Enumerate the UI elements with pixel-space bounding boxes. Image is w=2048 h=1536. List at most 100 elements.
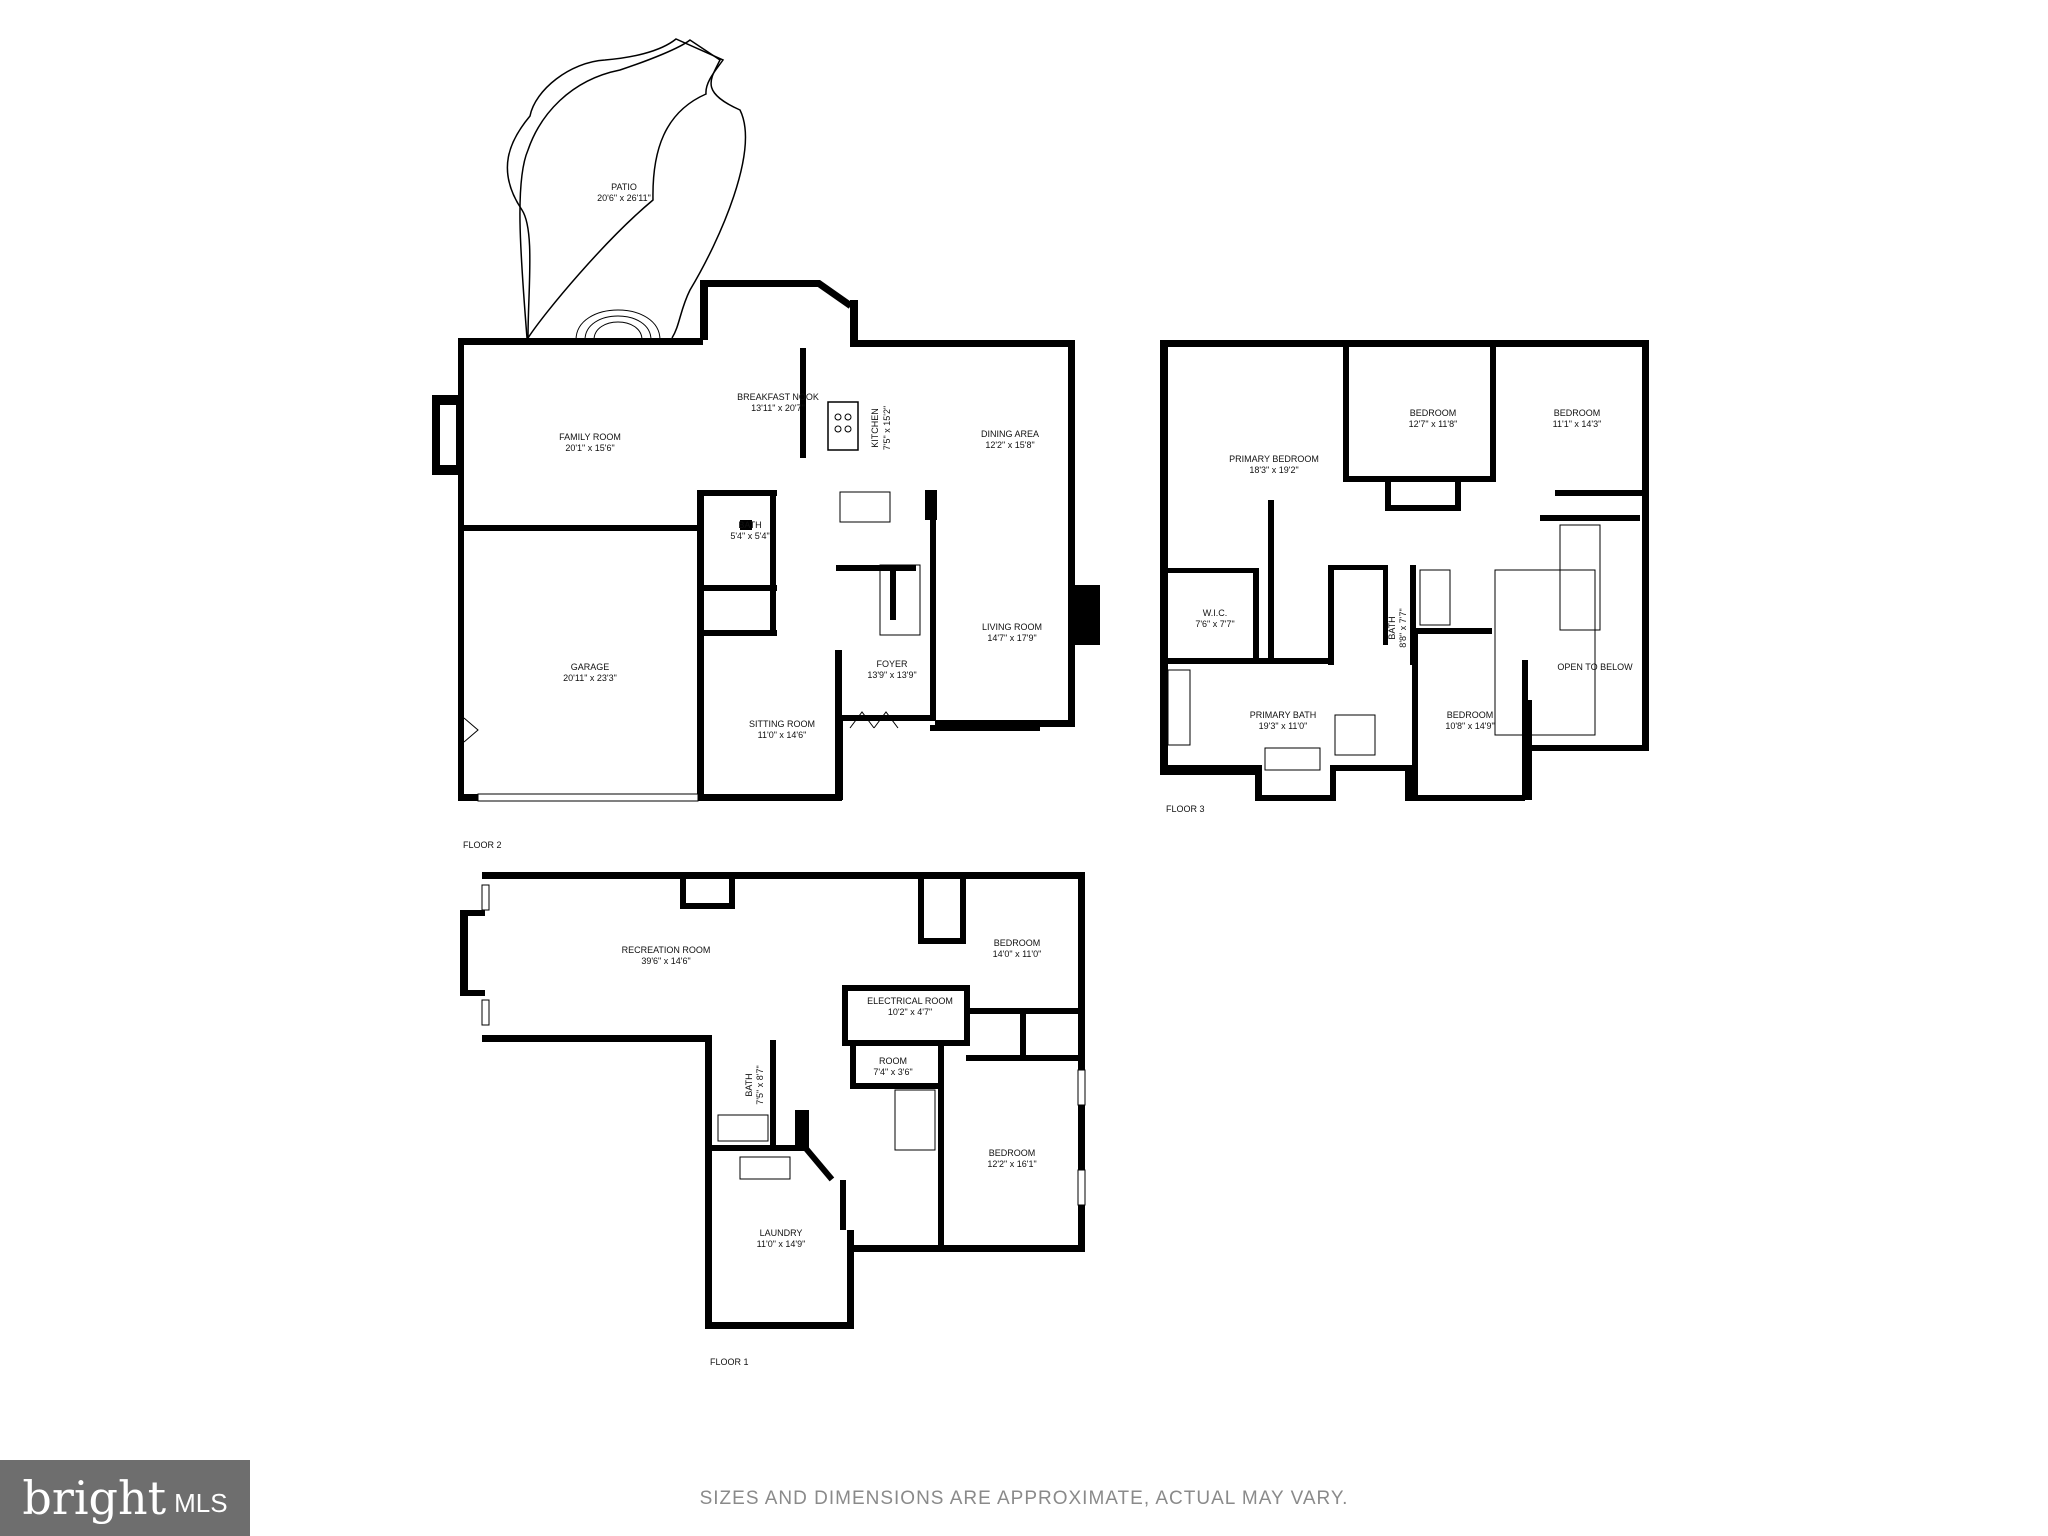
- wall: [1525, 700, 1532, 800]
- disclaimer: SIZES AND DIMENSIONS ARE APPROXIMATE, AC…: [699, 1488, 1349, 1509]
- wall: [842, 985, 970, 991]
- wall: [850, 1046, 856, 1088]
- door-swing: [849, 711, 875, 729]
- logo-suffix: MLS: [174, 1487, 228, 1518]
- floor-label-2: FLOOR 2: [463, 840, 502, 850]
- wall: [705, 1322, 853, 1329]
- room-dims-recreation-room: 39'6" x 14'6": [641, 956, 690, 966]
- wall: [847, 1230, 854, 1329]
- floor-label-3: FLOOR 3: [1166, 804, 1205, 814]
- wall: [918, 938, 966, 944]
- room-dims-primary-bath: 19'3" x 11'0": [1259, 721, 1308, 731]
- window: [1077, 1069, 1086, 1106]
- shower: [1334, 714, 1376, 756]
- wall: [1455, 482, 1461, 511]
- room-name-bedroom-c: BEDROOM: [1447, 710, 1494, 720]
- floor-3-plan: [1160, 340, 1649, 801]
- room-dims-bath-f1: 7'5" x 8'7": [755, 1065, 765, 1104]
- wall: [836, 565, 916, 571]
- room-dims-bath: 5'4" x 5'4": [730, 531, 769, 541]
- room-dims-kitchen: 7'5" x 15'2": [882, 406, 892, 450]
- room-name-room: ROOM: [879, 1056, 907, 1066]
- stairs: [894, 1089, 936, 1151]
- wall: [1020, 1008, 1026, 1061]
- wall: [1168, 658, 1333, 664]
- wall: [770, 1040, 776, 1145]
- vanity: [739, 1156, 791, 1180]
- wall: [1642, 340, 1649, 750]
- wall: [700, 280, 708, 340]
- room-dims-breakfast-nook: 13'11" x 20'7": [751, 403, 805, 413]
- wall: [1410, 565, 1416, 665]
- bathtub: [717, 1114, 769, 1142]
- wall: [930, 725, 1040, 731]
- wall: [729, 879, 735, 909]
- wall: [1490, 347, 1496, 482]
- garage-door: [477, 793, 699, 802]
- room-dims-bedroom-f1b: 12'2" x 16'1": [987, 1159, 1036, 1169]
- bright-mls-logo: bright MLS: [0, 1460, 250, 1536]
- room-name-family-room: FAMILY ROOM: [559, 432, 621, 442]
- room-dims-bedroom-f1a: 14'0" x 11'0": [993, 949, 1042, 959]
- room-dims-patio: 20'6" x 26'11": [597, 193, 651, 203]
- room-dims-foyer: 13'9" x 13'9": [867, 670, 916, 680]
- wall: [680, 879, 686, 909]
- wall: [1405, 795, 1525, 801]
- room-dims-bedroom-b: 11'1" x 14'3": [1553, 419, 1602, 429]
- cooktop-burner: [844, 413, 852, 421]
- logo-brand: bright: [22, 1471, 167, 1525]
- door-swing: [463, 717, 479, 743]
- wall: [964, 985, 970, 1045]
- wall: [680, 903, 735, 909]
- wall: [712, 1145, 807, 1151]
- wall: [1343, 347, 1349, 482]
- wall: [697, 490, 777, 496]
- room-name-foyer: FOYER: [876, 659, 908, 669]
- wall: [1540, 515, 1640, 521]
- room-name-breakfast-nook: BREAKFAST NOOK: [737, 392, 819, 402]
- fireplace: [1075, 585, 1100, 645]
- room-name-primary-bedroom: PRIMARY BEDROOM: [1229, 454, 1319, 464]
- room-name-bedroom-f1b: BEDROOM: [989, 1148, 1036, 1158]
- window: [481, 884, 490, 911]
- room-dims-electrical-room: 10'2" x 4'7": [888, 1007, 932, 1017]
- open-to-below-area: [1494, 569, 1596, 736]
- wall: [1330, 765, 1336, 801]
- room-name-kitchen: KITCHEN: [870, 408, 880, 448]
- room-dims-bedroom-a: 12'7" x 11'8": [1409, 419, 1458, 429]
- room-name-bath: BATH: [738, 520, 761, 530]
- wall: [1412, 628, 1492, 634]
- wall: [918, 879, 924, 944]
- wall: [850, 300, 858, 345]
- wall: [1160, 340, 1168, 775]
- room-dims-dining-area: 12'2" x 15'8": [985, 440, 1034, 450]
- room-name-open-to-below: OPEN TO BELOW: [1557, 662, 1633, 672]
- room-dims-living-room: 14'7" x 17'9": [987, 633, 1036, 643]
- wall: [795, 1110, 809, 1150]
- stairs: [1559, 524, 1601, 631]
- kitchen-island: [827, 401, 859, 451]
- wall: [930, 520, 936, 720]
- wall: [697, 490, 704, 800]
- wall: [1328, 565, 1383, 570]
- patio-outline-shape: [519, 39, 747, 339]
- wall: [800, 348, 806, 458]
- wall: [1343, 476, 1493, 482]
- room-name-electrical-room: ELECTRICAL ROOM: [867, 996, 953, 1006]
- wall: [770, 490, 776, 630]
- wall: [1530, 745, 1649, 751]
- wall: [705, 1035, 712, 1328]
- vanity: [1167, 669, 1191, 746]
- wall: [935, 720, 1075, 727]
- window: [481, 999, 490, 1026]
- wall: [1383, 565, 1388, 645]
- cooktop-burner: [834, 413, 842, 421]
- floor-label-1: FLOOR 1: [710, 1357, 749, 1367]
- floor-1-plan: [460, 872, 1086, 1329]
- wall: [850, 340, 1075, 347]
- wall: [1555, 490, 1642, 496]
- cooktop-burner: [844, 425, 852, 433]
- wall: [697, 630, 777, 636]
- wall: [1330, 765, 1410, 771]
